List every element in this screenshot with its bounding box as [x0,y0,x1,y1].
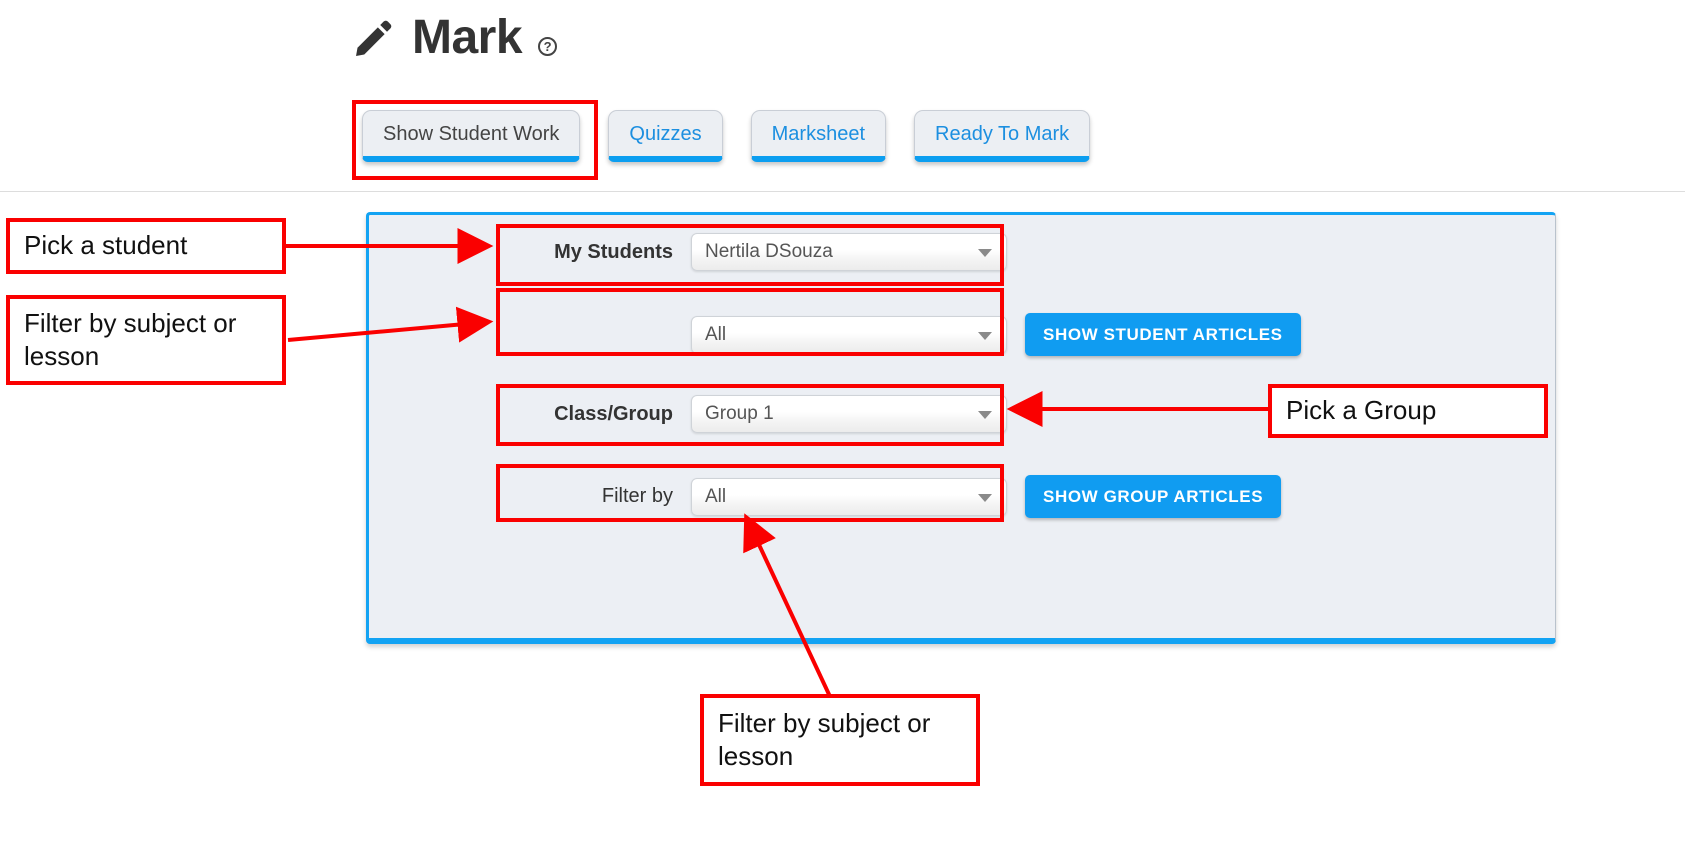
select-student-filter-value: All [705,323,727,345]
row-group-filter: Filter by All SHOW GROUP ARTICLES [495,475,1282,518]
tab-show-student-work[interactable]: Show Student Work [362,110,581,162]
tab-ready-to-mark[interactable]: Ready To Mark [914,110,1091,162]
chevron-down-icon [978,493,992,502]
pencil-icon [352,16,396,60]
label-class-group: Class/Group [554,402,673,425]
annotation-pick-a-student: Pick a student [6,218,286,274]
page-header: Mark ? [352,11,558,64]
select-my-students-value: Nertila DSouza [705,241,833,262]
chevron-down-icon [978,249,992,257]
annotation-filter-by-subject-left: Filter by subject or lesson [6,295,286,385]
annotation-pick-a-group: Pick a Group [1268,384,1548,438]
select-my-students[interactable]: Nertila DSouza [691,233,1007,271]
annotation-filter-by-subject-bottom-text: Filter by subject or lesson [718,707,931,771]
row-student-filter: All SHOW STUDENT ARTICLES [495,313,1301,356]
select-student-filter[interactable]: All [691,315,1007,354]
annotation-filter-by-subject-left-text: Filter by subject or lesson [24,307,237,371]
tab-marksheet[interactable]: Marksheet [750,110,887,162]
tab-bar: Show Student Work Quizzes Marksheet Read… [362,110,1091,162]
select-class-group-value: Group 1 [705,403,774,424]
header-divider [0,191,1685,192]
page-title: Mark [412,11,523,64]
row-my-students: My Students Nertila DSouza [495,233,1007,271]
help-icon[interactable]: ? [538,37,558,56]
select-group-filter[interactable]: All [691,477,1007,516]
row-class-group: Class/Group Group 1 [495,395,1007,433]
chevron-down-icon [978,411,992,419]
chevron-down-icon [978,331,992,340]
show-student-articles-button[interactable]: SHOW STUDENT ARTICLES [1025,313,1301,356]
annotation-filter-by-subject-bottom: Filter by subject or lesson [700,694,980,786]
tab-quizzes[interactable]: Quizzes [608,110,723,162]
select-group-filter-value: All [705,485,727,507]
show-group-articles-button[interactable]: SHOW GROUP ARTICLES [1025,475,1282,518]
annotation-pick-a-student-text: Pick a student [24,230,188,261]
label-my-students: My Students [554,240,673,263]
select-class-group[interactable]: Group 1 [691,395,1007,433]
label-group-filter: Filter by [601,485,673,507]
annotation-pick-a-group-text: Pick a Group [1286,395,1437,426]
